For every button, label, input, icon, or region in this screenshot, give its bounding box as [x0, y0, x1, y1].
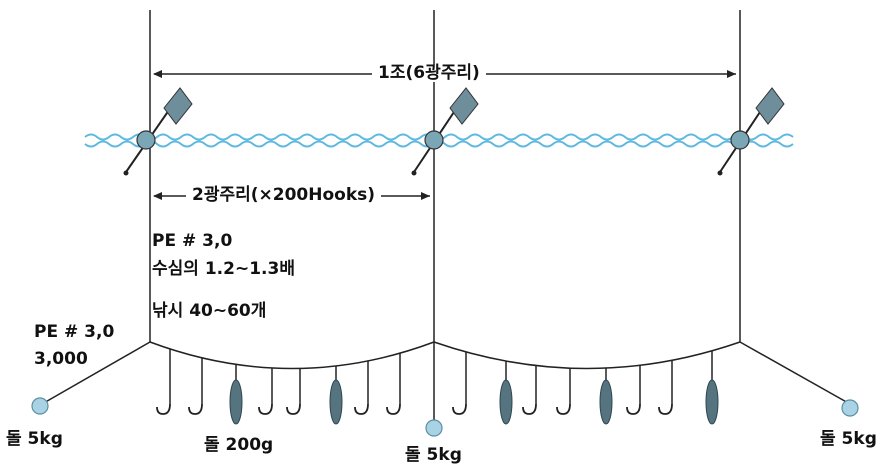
sinker-weight-icon [329, 379, 343, 425]
end-line-length-label: 3,000 [34, 349, 88, 369]
hook-icon [188, 403, 203, 415]
buoy-flag-icon [717, 87, 785, 176]
buoy-flag-icon [411, 87, 479, 176]
hook-count-label: 낚시 40~60개 [152, 301, 267, 321]
hooks-and-sinkers [156, 348, 719, 425]
buoy-flag-icon [123, 87, 193, 176]
set-span-label: 1조(6광주리) [372, 65, 486, 82]
main-line-right [433, 341, 741, 370]
main-line-left [149, 341, 435, 370]
hook-icon [626, 403, 641, 415]
end-line-right [739, 341, 851, 405]
hook-icon [658, 403, 673, 415]
stone-anchor-icon [841, 399, 859, 417]
hook-icon [286, 403, 301, 415]
hook-icon [556, 403, 571, 415]
hook-icon [156, 403, 171, 415]
sinker-weight-icon [705, 379, 719, 425]
sinker-weight-icon [599, 379, 613, 425]
stone-center-label: 돌 5kg [405, 445, 462, 465]
stone-anchor-icon [425, 419, 443, 437]
end-line-left [41, 341, 151, 405]
stone-anchor-icon [31, 397, 49, 415]
mainline-spec-label: PE # 3,0 [152, 231, 233, 251]
mainline-ratio-label: 수심의 1.2~1.3배 [152, 259, 295, 279]
hook-icon [258, 403, 273, 415]
end-line-spec-label: PE # 3,0 [34, 322, 115, 342]
basket-span-label: 2광주리(×200Hooks) [186, 187, 382, 204]
stone-right-label: 돌 5kg [820, 429, 877, 449]
sinker-label: 돌 200g [204, 435, 274, 455]
hook-icon [452, 403, 467, 415]
hook-icon [386, 403, 401, 415]
hook-icon [354, 403, 369, 415]
sinker-weight-icon [229, 379, 243, 425]
sinker-weight-icon [499, 379, 513, 425]
hook-icon [522, 403, 537, 415]
stone-left-label: 돌 5kg [6, 429, 63, 449]
